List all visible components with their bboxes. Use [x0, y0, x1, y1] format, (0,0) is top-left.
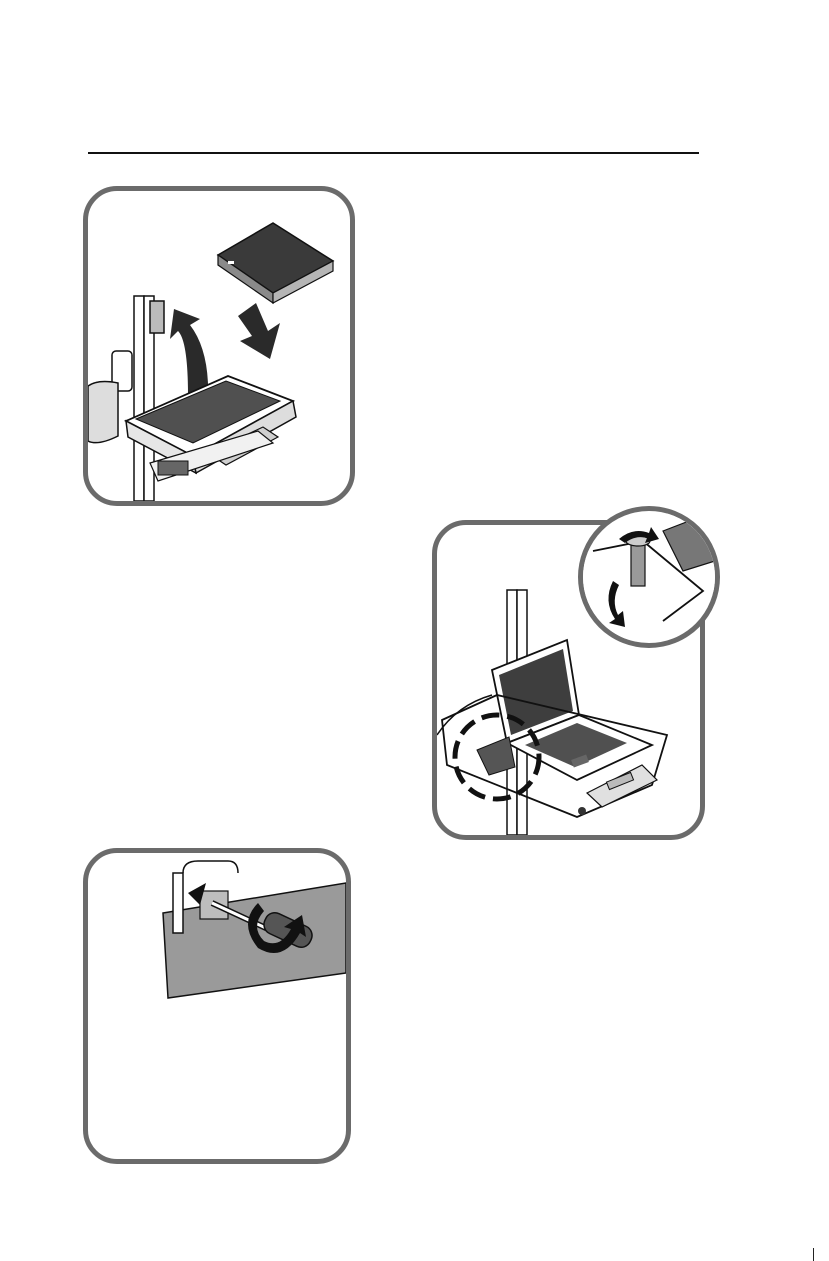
laptop-icon	[218, 223, 333, 303]
insert-arrow-icon	[238, 303, 280, 359]
figure-1-panel	[83, 186, 355, 506]
magnified-inset-icon	[578, 506, 720, 648]
figure-3-illustration	[88, 853, 346, 1159]
header-rule	[88, 152, 699, 154]
figure-3-panel	[83, 848, 351, 1164]
page-edge-mark	[813, 1248, 814, 1261]
figure-1-illustration	[88, 191, 350, 501]
